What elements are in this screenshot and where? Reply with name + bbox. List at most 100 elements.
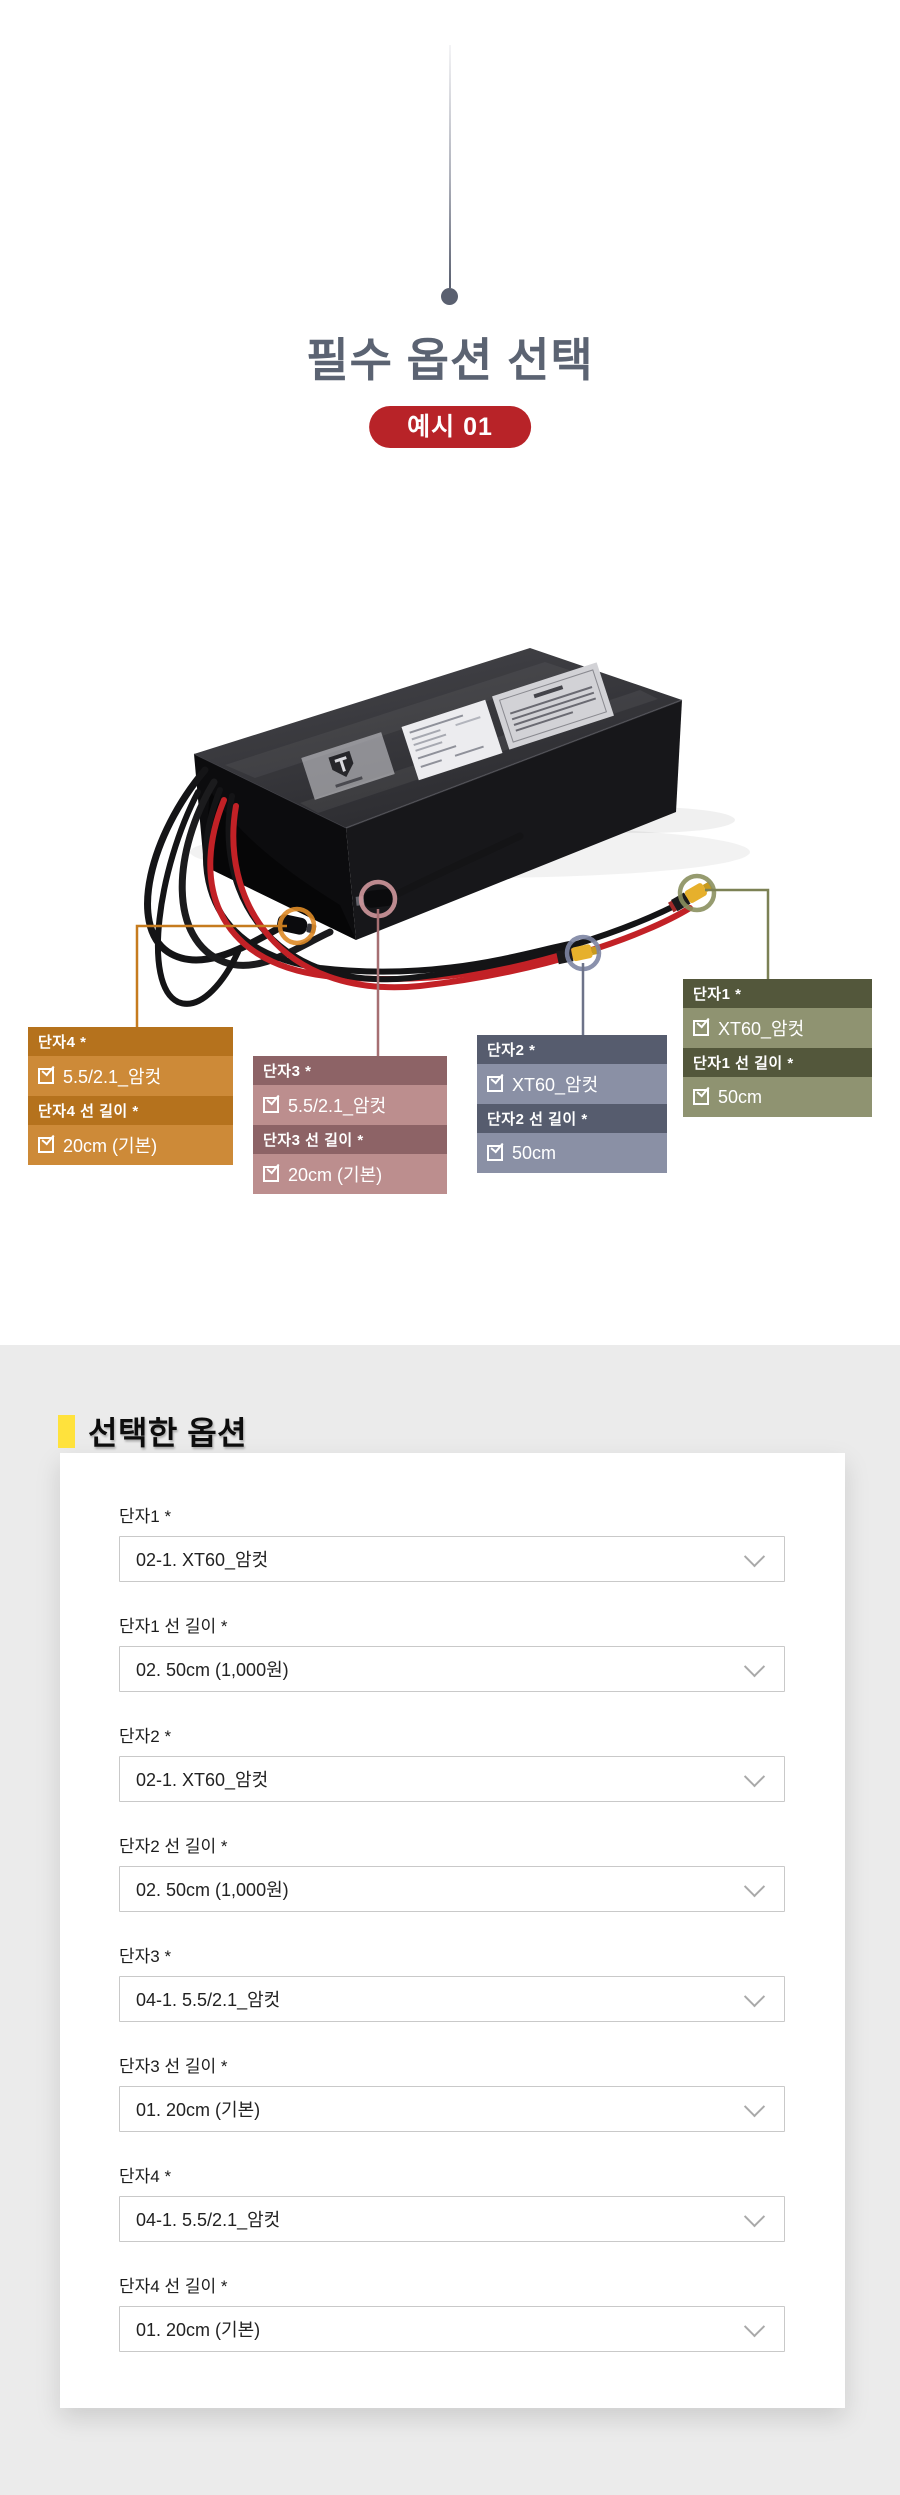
select-value: 02-1. XT60_암컷: [136, 1550, 269, 1570]
checkbox-icon: [263, 1166, 279, 1182]
callout-value-row: XT60_암컷: [683, 1008, 872, 1048]
select-value: 04-1. 5.5/2.1_암컷: [136, 2210, 281, 2230]
field-label: 단자1 *: [119, 1507, 172, 1526]
field-group-dan4-length: 단자4 선 길이 * 01. 20cm (기본): [119, 2277, 785, 2352]
cables: [144, 766, 693, 1007]
dan1-select[interactable]: 02-1. XT60_암컷: [119, 1536, 785, 1582]
callout-value-row: 20cm (기본): [28, 1125, 233, 1165]
dan4-length-select[interactable]: 01. 20cm (기본): [119, 2306, 785, 2352]
select-value: 02. 50cm (1,000원): [136, 1660, 289, 1680]
checkbox-icon: [38, 1068, 54, 1084]
callout-header-row: 단자1 선 길이 *: [683, 1048, 872, 1077]
callout-value: XT60_암컷: [718, 1019, 805, 1039]
chevron-down-icon: [743, 2205, 766, 2227]
callout-value: 5.5/2.1_암컷: [288, 1096, 387, 1116]
chevron-down-icon: [743, 1875, 766, 1897]
callout-label: 단자3 선 길이 *: [263, 1132, 364, 1149]
checkbox-icon: [487, 1076, 503, 1092]
callout-value-row: 5.5/2.1_암컷: [253, 1085, 447, 1125]
callout-lines: [135, 888, 770, 1057]
callout-label: 단자1 선 길이 *: [693, 1055, 794, 1072]
chevron-down-icon: [743, 2095, 766, 2117]
dan2-select[interactable]: 02-1. XT60_암컷: [119, 1756, 785, 1802]
dan4-select[interactable]: 04-1. 5.5/2.1_암컷: [119, 2196, 785, 2242]
timeline-line: [449, 45, 451, 288]
chevron-down-icon: [743, 1985, 766, 2007]
section-heading-label: 선택한 옵션: [88, 1415, 248, 1451]
callout-header-row: 단자3 *: [253, 1056, 447, 1085]
callout-line-dan1: [705, 888, 770, 980]
section-heading: 선택한 옵션: [58, 1408, 247, 1454]
callout-header-row: 단자2 *: [477, 1035, 667, 1064]
options-card: 단자1 * 02-1. XT60_암컷 단자1 선 길이 * 02. 50cm …: [60, 1453, 845, 2408]
callout-value: 50cm: [718, 1086, 763, 1107]
callout-label: 단자3 *: [263, 1063, 312, 1080]
warning-label: [492, 662, 614, 750]
callout-header-row: 단자4 선 길이 *: [28, 1096, 233, 1125]
brand-logo-label: [301, 732, 395, 800]
callout-value-row: 5.5/2.1_암컷: [28, 1056, 233, 1096]
callout-label: 단자4 *: [38, 1034, 87, 1051]
field-group-dan1: 단자1 * 02-1. XT60_암컷: [119, 1507, 785, 1582]
field-label: 단자4 *: [119, 2167, 172, 2186]
select-value: 02-1. XT60_암컷: [136, 1770, 269, 1790]
chevron-down-icon: [743, 1655, 766, 1677]
field-label: 단자1 선 길이 *: [119, 1617, 228, 1636]
timeline-dot: [441, 288, 458, 305]
callout-label: 단자1 *: [693, 986, 742, 1003]
field-group-dan1-length: 단자1 선 길이 * 02. 50cm (1,000원): [119, 1617, 785, 1692]
field-label: 단자3 선 길이 *: [119, 2057, 228, 2076]
spec-label: [401, 699, 503, 781]
callout-value: XT60_암컷: [512, 1075, 599, 1095]
checkbox-icon: [263, 1097, 279, 1113]
callout-value: 20cm (기본): [63, 1136, 158, 1156]
callout-line-dan4: [135, 924, 287, 1028]
chevron-down-icon: [743, 1765, 766, 1787]
field-group-dan2-length: 단자2 선 길이 * 02. 50cm (1,000원): [119, 1837, 785, 1912]
callout-dan2: 단자2 * XT60_암컷 단자2 선 길이 * 50cm: [477, 1035, 667, 1173]
callout-header-row: 단자4 *: [28, 1027, 233, 1056]
chevron-down-icon: [743, 1545, 766, 1567]
select-value: 04-1. 5.5/2.1_암컷: [136, 1990, 281, 2010]
field-group-dan4: 단자4 * 04-1. 5.5/2.1_암컷: [119, 2167, 785, 2242]
ring-dan1: [677, 873, 717, 913]
accent-bar: [58, 1414, 75, 1448]
callout-dan1: 단자1 * XT60_암컷 단자1 선 길이 * 50cm: [683, 979, 872, 1117]
chevron-down-icon: [743, 2315, 766, 2337]
callout-value-row: 20cm (기본): [253, 1154, 447, 1194]
callout-value-row: XT60_암컷: [477, 1064, 667, 1104]
select-value: 02. 50cm (1,000원): [136, 1880, 289, 1900]
callout-dan3: 단자3 * 5.5/2.1_암컷 단자3 선 길이 * 20cm (기본): [253, 1056, 447, 1194]
field-group-dan3: 단자3 * 04-1. 5.5/2.1_암컷: [119, 1947, 785, 2022]
callout-value-row: 50cm: [683, 1077, 872, 1117]
callout-header-row: 단자2 선 길이 *: [477, 1104, 667, 1133]
dan3-length-select[interactable]: 01. 20cm (기본): [119, 2086, 785, 2132]
dan3-select[interactable]: 04-1. 5.5/2.1_암컷: [119, 1976, 785, 2022]
callout-value: 5.5/2.1_암컷: [63, 1067, 162, 1087]
callout-header-row: 단자1 *: [683, 979, 872, 1008]
product-photo: [135, 648, 770, 1057]
callout-label: 단자2 선 길이 *: [487, 1111, 588, 1128]
callout-header-row: 단자3 선 길이 *: [253, 1125, 447, 1154]
callout-label: 단자4 선 길이 *: [38, 1103, 139, 1120]
field-label: 단자4 선 길이 *: [119, 2277, 228, 2296]
field-group-dan2: 단자2 * 02-1. XT60_암컷: [119, 1727, 785, 1802]
page-title: 필수 옵션 선택: [306, 334, 594, 386]
dan1-length-select[interactable]: 02. 50cm (1,000원): [119, 1646, 785, 1692]
dan2-length-select[interactable]: 02. 50cm (1,000원): [119, 1866, 785, 1912]
checkbox-icon: [487, 1145, 503, 1161]
callout-value: 50cm: [512, 1142, 557, 1163]
field-label: 단자2 선 길이 *: [119, 1837, 228, 1856]
checkbox-icon: [38, 1137, 54, 1153]
select-value: 01. 20cm (기본): [136, 2320, 261, 2340]
battery-box: [193, 648, 683, 940]
field-label: 단자2 *: [119, 1727, 172, 1746]
select-value: 01. 20cm (기본): [136, 2100, 261, 2120]
example-badge: 예시 01: [369, 406, 531, 448]
field-label: 단자3 *: [119, 1947, 172, 1966]
field-group-dan3-length: 단자3 선 길이 * 01. 20cm (기본): [119, 2057, 785, 2132]
callout-dan4: 단자4 * 5.5/2.1_암컷 단자4 선 길이 * 20cm (기본): [28, 1027, 233, 1165]
checkbox-icon: [693, 1020, 709, 1036]
callout-label: 단자2 *: [487, 1042, 536, 1059]
